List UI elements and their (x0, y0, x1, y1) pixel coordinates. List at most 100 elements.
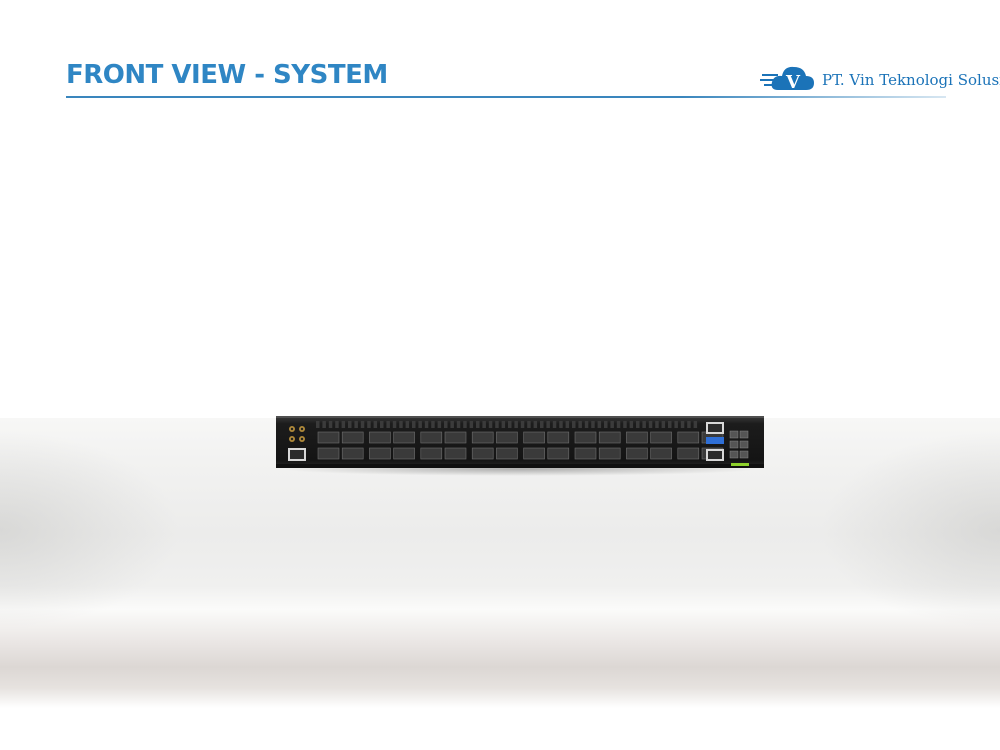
qsfp-port (496, 431, 518, 444)
qsfp-port (523, 447, 545, 460)
vent-hole (380, 421, 384, 428)
vent-hole (520, 421, 525, 428)
qsfp-port (471, 431, 494, 444)
status-led-strip (731, 463, 749, 466)
floor-shade-right (820, 430, 1000, 630)
vent-hole (328, 421, 333, 428)
qsfp-port (677, 431, 700, 444)
qsfp-port (547, 431, 570, 444)
vent-hole (559, 421, 563, 428)
qsfp-port (317, 431, 340, 444)
vent-hole (476, 421, 480, 428)
qsfp-port (317, 447, 340, 460)
usb-port (706, 437, 724, 444)
vent-hole (610, 421, 614, 428)
vent-hole (629, 421, 634, 428)
vent-hole (584, 421, 589, 428)
qsfp-port (444, 431, 467, 444)
vent-hole (392, 421, 397, 428)
vent-hole (591, 421, 595, 428)
qsfp-port (626, 431, 648, 444)
vent-hole (463, 421, 467, 428)
sfp-ports (729, 430, 749, 459)
qsfp-port (393, 447, 415, 460)
vent-hole (680, 421, 685, 428)
vent-hole (316, 421, 320, 428)
vent-hole (367, 421, 371, 428)
vent-hole (572, 421, 576, 428)
qsfp-port (547, 447, 570, 460)
vent-hole (527, 421, 531, 428)
vent-hole (578, 421, 582, 428)
vent-hole (636, 421, 640, 428)
qsfp-port (650, 431, 672, 444)
vent-hole (661, 421, 666, 428)
title-underline (66, 96, 946, 98)
qsfp-port (523, 431, 545, 444)
qsfp-port (574, 431, 597, 444)
vent-hole (508, 421, 512, 428)
vent-hole (616, 421, 621, 428)
vent-hole (386, 421, 390, 428)
qsfp-port (598, 447, 621, 460)
vent-hole (495, 421, 499, 428)
company-logo: V PT. Vin Teknologi Solusi (760, 60, 1000, 100)
vent-hole (399, 421, 403, 428)
cloud-v-logo-icon: V (760, 66, 814, 93)
vent-hole (604, 421, 608, 428)
qsfp-port-grid (317, 431, 724, 460)
vent-hole (360, 421, 365, 428)
qsfp-port (341, 431, 364, 444)
vent-hole (546, 421, 550, 428)
vent-hole (456, 421, 461, 428)
vent-hole (693, 421, 698, 428)
network-switch-front-panel (276, 416, 764, 468)
vent-hole (565, 421, 570, 428)
vent-hole (488, 421, 493, 428)
vent-hole (405, 421, 410, 428)
vent-hole (348, 421, 352, 428)
vent-hole (431, 421, 435, 428)
vent-hole (655, 421, 659, 428)
vent-hole (687, 421, 691, 428)
vent-hole (444, 421, 448, 428)
qsfp-port (444, 447, 467, 460)
qsfp-port (598, 431, 621, 444)
vent-hole (469, 421, 474, 428)
vent-hole (322, 421, 326, 428)
qsfp-port (471, 447, 494, 460)
vent-holes (316, 421, 698, 428)
vent-hole (424, 421, 429, 428)
vent-hole (335, 421, 339, 428)
vent-hole (450, 421, 454, 428)
vent-hole (552, 421, 557, 428)
vent-hole (354, 421, 358, 428)
qsfp-port (393, 431, 415, 444)
vent-hole (674, 421, 678, 428)
qsfp-port (574, 447, 597, 460)
vent-hole (597, 421, 602, 428)
vent-hole (623, 421, 627, 428)
logo-mark-letter: V (785, 72, 801, 93)
vent-hole (437, 421, 442, 428)
vent-hole (540, 421, 544, 428)
qsfp-port (341, 447, 364, 460)
qsfp-port (369, 431, 391, 444)
vent-hole (533, 421, 538, 428)
vent-hole (341, 421, 346, 428)
floor-shade-left (0, 430, 180, 630)
vent-hole (482, 421, 486, 428)
qsfp-port (677, 447, 700, 460)
vent-hole (514, 421, 518, 428)
qsfp-port (420, 447, 443, 460)
qsfp-port (626, 447, 648, 460)
slide-title: FRONT VIEW - SYSTEM (66, 60, 388, 90)
qsfp-port (369, 447, 391, 460)
qsfp-port (420, 431, 443, 444)
qsfp-port (496, 447, 518, 460)
vent-hole (412, 421, 416, 428)
company-name: PT. Vin Teknologi Solusi (822, 71, 1000, 89)
vent-hole (501, 421, 506, 428)
vent-hole (648, 421, 653, 428)
vent-hole (668, 421, 672, 428)
